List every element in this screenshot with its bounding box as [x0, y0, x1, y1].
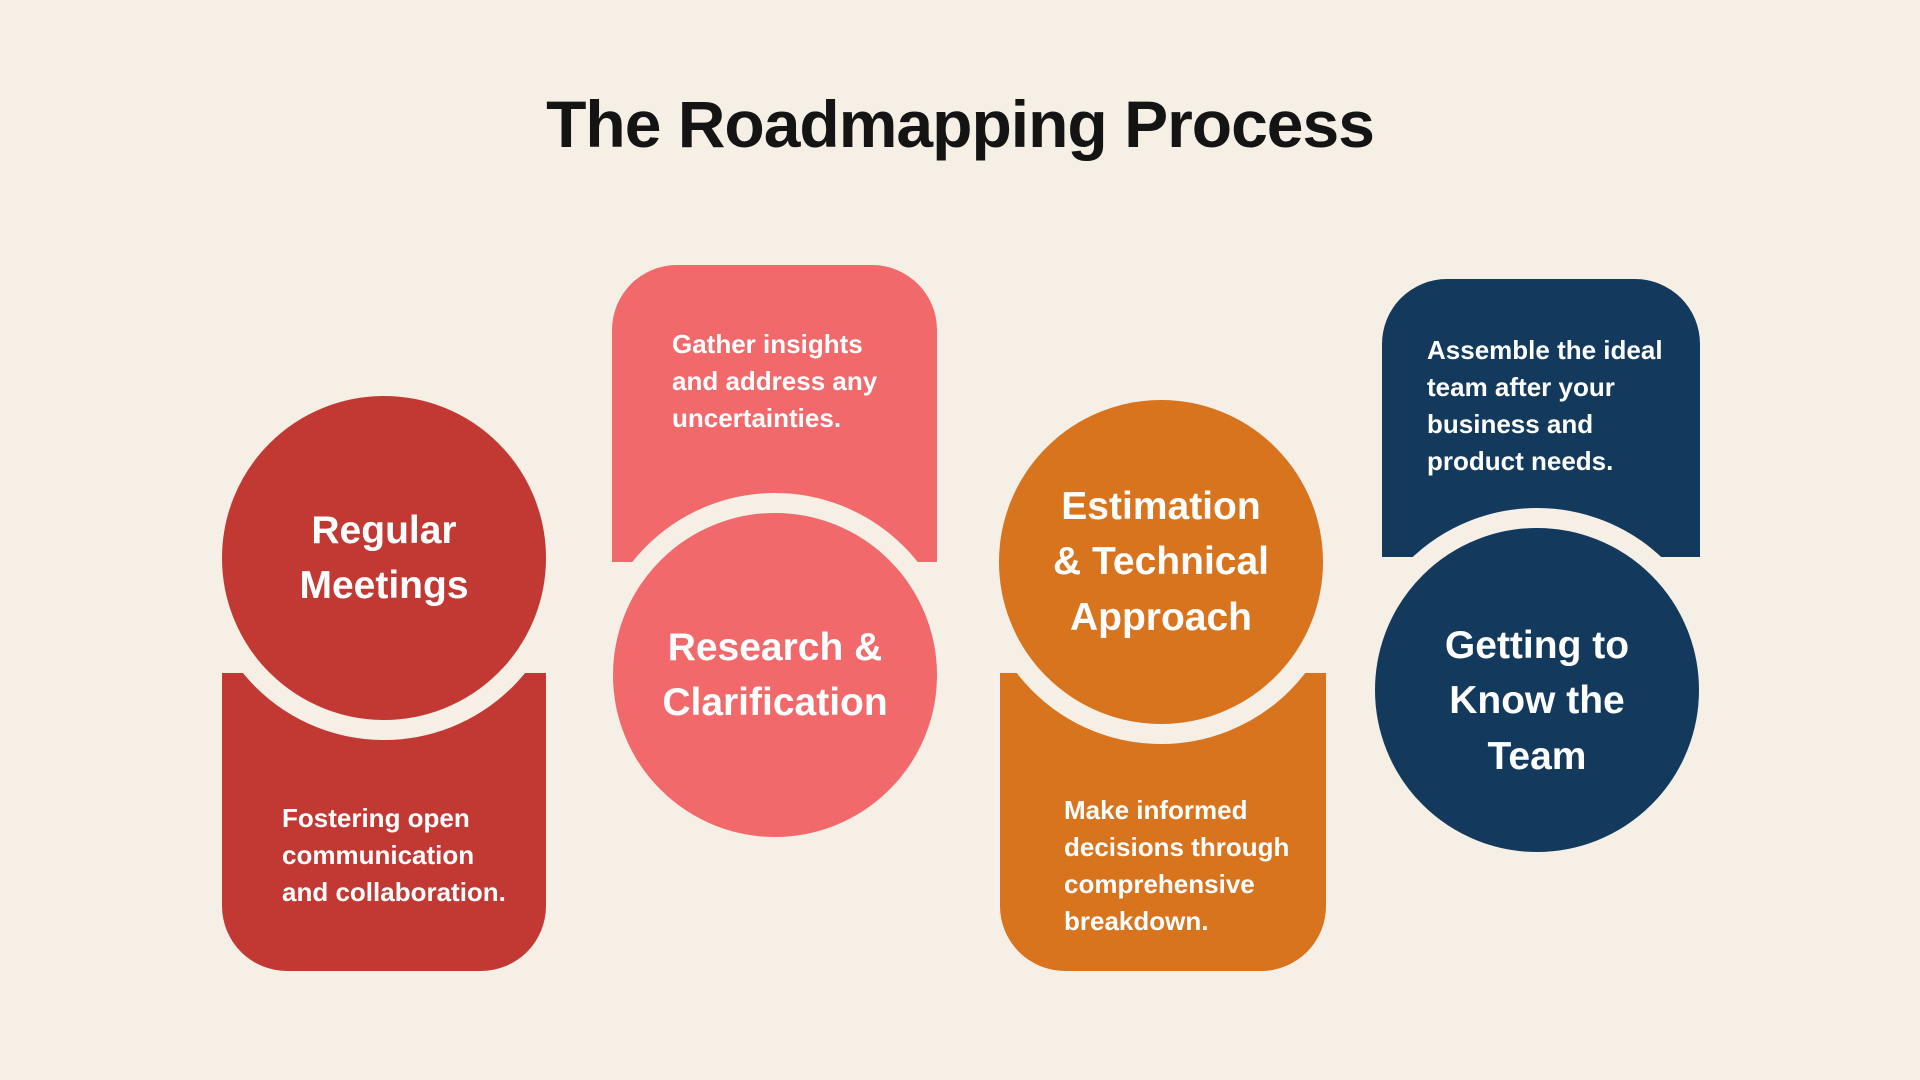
stage-description: Gather insights and address any uncertai… — [672, 326, 912, 437]
stage-circle: Getting to Know the Team — [1355, 508, 1719, 872]
title-line: Regular — [311, 508, 457, 552]
description-line: uncertainties. — [672, 402, 842, 433]
page-title: The Roadmapping Process — [546, 87, 1375, 161]
title-line: Team — [1487, 734, 1587, 778]
description-line: product needs. — [1427, 445, 1614, 476]
description-line: and address any — [672, 365, 878, 396]
stage-title: Research & Clarification — [662, 620, 887, 731]
title-line: Approach — [1069, 595, 1252, 639]
title-line: Clarification — [662, 681, 888, 724]
stage-title: Regular Meetings — [299, 503, 468, 614]
stage-description: Assemble the ideal team after your busin… — [1427, 332, 1702, 480]
title-line: Know the — [1449, 679, 1625, 723]
title-line: & Technical — [1052, 540, 1269, 584]
description-line: decisions through — [1064, 831, 1290, 862]
description-line: Assemble the ideal — [1427, 335, 1663, 365]
stage-circle: Regular Meetings — [202, 376, 566, 740]
description-line: comprehensive — [1064, 868, 1255, 899]
description-line: communication — [282, 839, 475, 870]
description-line: Gather insights — [672, 329, 863, 359]
title-line: Research & — [667, 625, 883, 669]
stage-circle: Research & Clarification — [593, 493, 957, 857]
description-line: Fostering open — [282, 803, 470, 833]
title-line: Estimation — [1061, 484, 1261, 528]
title-line: Getting to — [1444, 623, 1630, 667]
stage-title: Getting to Know the Team — [1445, 596, 1629, 784]
description-line: business and — [1427, 408, 1594, 439]
stage-circle: Estimation & Technical Approach — [979, 380, 1343, 744]
description-line: and collaboration. — [282, 876, 506, 907]
stage-description: Fostering open communication and collabo… — [282, 800, 522, 911]
stage-description: Make informed decisions through comprehe… — [1064, 792, 1324, 940]
stage-title: Estimation & Technical Approach — [1053, 479, 1269, 645]
title-line: Meetings — [299, 564, 469, 607]
description-line: team after your — [1427, 371, 1615, 402]
description-line: Make informed — [1064, 795, 1248, 825]
description-line: breakdown. — [1064, 905, 1209, 936]
